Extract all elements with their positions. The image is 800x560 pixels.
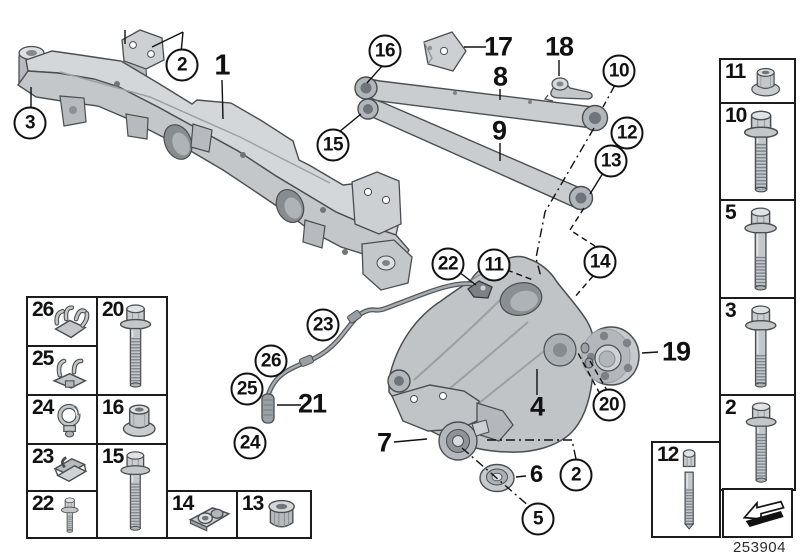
- fastener-box-5[interactable]: 5: [719, 199, 796, 299]
- flange-bolt-partial-long-icon: [731, 302, 791, 391]
- grid-box-23[interactable]: 23: [26, 443, 98, 492]
- callout-circle-13[interactable]: 13: [594, 144, 628, 178]
- direction-arrow-icon: [741, 493, 788, 533]
- part-bracket-17: [423, 31, 467, 72]
- callout-circle-2[interactable]: 2: [165, 48, 199, 82]
- stud-bolt-icon: [663, 446, 716, 533]
- grid-box-25[interactable]: 25: [26, 345, 98, 396]
- callout-circle-23[interactable]: 23: [306, 308, 340, 342]
- part-box-number: 22: [32, 492, 54, 515]
- callout-circle-26[interactable]: 26: [254, 344, 288, 378]
- fastener-box-12[interactable]: 12: [651, 441, 721, 538]
- callout-circle-22[interactable]: 22: [431, 247, 465, 281]
- callout-label-4[interactable]: 4: [529, 391, 545, 422]
- fastener-box-10[interactable]: 10: [719, 102, 796, 201]
- grid-box-24[interactable]: 24: [26, 394, 98, 445]
- part-stop-18: [543, 77, 593, 102]
- callout-label-6[interactable]: 6: [529, 461, 543, 488]
- callout-circle-5[interactable]: 5: [521, 502, 555, 536]
- clip-double-icon: [46, 350, 93, 391]
- grid-box-26[interactable]: 26: [26, 296, 98, 347]
- fastener-box-3[interactable]: 3: [719, 297, 796, 396]
- flange-bolt-med-icon: [731, 107, 791, 196]
- callout-circle-12[interactable]: 12: [610, 116, 644, 150]
- callout-circle-3[interactable]: 3: [13, 106, 47, 140]
- callout-circle-2[interactable]: 2: [559, 458, 593, 492]
- part-box-number: 10: [725, 104, 747, 127]
- callout-label-1[interactable]: 1: [214, 49, 230, 82]
- direction-arrow-box[interactable]: [722, 488, 793, 538]
- callout-circle-20[interactable]: 20: [592, 388, 626, 422]
- part-box-number: 5: [725, 201, 737, 224]
- part-box-number: 23: [32, 445, 54, 468]
- callout-circle-14[interactable]: 14: [583, 245, 617, 279]
- flange-nut-icon: [740, 63, 791, 99]
- part-box-number: 11: [725, 60, 746, 83]
- grid-box-22[interactable]: 22: [26, 490, 98, 539]
- callout-label-9[interactable]: 9: [491, 115, 507, 146]
- cage-nut-icon: [186, 495, 233, 534]
- part-box-number: 20: [102, 298, 124, 321]
- flange-bolt-partial-icon: [731, 204, 791, 294]
- part-control-arm-lower: [357, 97, 594, 211]
- callout-circle-25[interactable]: 25: [230, 372, 264, 406]
- part-rear-axle-carrier: [17, 29, 413, 291]
- part-box-number: 3: [725, 299, 737, 322]
- part-box-number: 14: [172, 492, 194, 515]
- part-abs-sensor-cable: [261, 280, 493, 424]
- part-wheel-hub: [580, 326, 640, 386]
- grid-box-15[interactable]: 15: [96, 443, 168, 539]
- callout-circle-11[interactable]: 11: [477, 248, 511, 282]
- part-bracket-7: [391, 384, 514, 461]
- part-box-number: 13: [242, 492, 264, 515]
- part-box-number: 12: [657, 443, 679, 466]
- grid-box-16[interactable]: 16: [96, 394, 168, 445]
- part-box-number: 25: [32, 347, 54, 370]
- callout-circle-16[interactable]: 16: [368, 34, 402, 68]
- part-control-arm-upper: [354, 76, 609, 132]
- clamp-holder-icon: [46, 399, 93, 440]
- spring-clip-icon: [46, 448, 93, 487]
- fastener-box-2[interactable]: 2: [719, 394, 796, 491]
- grid-box-13[interactable]: 13: [236, 490, 312, 539]
- callout-circle-15[interactable]: 15: [316, 128, 350, 162]
- flange-bolt-threaded-long-icon: [731, 399, 791, 486]
- callout-label-17[interactable]: 17: [483, 31, 513, 62]
- part-box-number: 24: [32, 396, 54, 419]
- leader-lines: [30, 30, 659, 508]
- part-box-number: 26: [32, 298, 54, 321]
- callout-label-8[interactable]: 8: [492, 61, 508, 92]
- part-box-number: 2: [725, 396, 737, 419]
- callout-label-7[interactable]: 7: [376, 427, 392, 458]
- diagram-sheet-number: 253904: [732, 539, 786, 556]
- callout-circle-10[interactable]: 10: [602, 54, 636, 88]
- flange-bolt-long-icon: [108, 301, 163, 391]
- collar-bushing-icon: [257, 495, 307, 534]
- grid-box-14[interactable]: 14: [166, 490, 238, 539]
- callout-label-18[interactable]: 18: [544, 31, 574, 62]
- grid-box-20[interactable]: 20: [96, 296, 168, 396]
- clip-quad-icon: [46, 301, 93, 342]
- flange-nut-icon: [116, 399, 163, 440]
- flange-bolt-short-icon: [46, 495, 93, 534]
- part-box-number: 15: [102, 445, 124, 468]
- callout-circle-24[interactable]: 24: [233, 426, 267, 460]
- part-box-number: 16: [102, 396, 124, 419]
- fastener-box-11[interactable]: 11: [719, 58, 796, 104]
- callout-label-19[interactable]: 19: [661, 336, 691, 367]
- callout-label-21[interactable]: 21: [297, 388, 327, 419]
- flange-bolt-long-icon: [108, 448, 163, 534]
